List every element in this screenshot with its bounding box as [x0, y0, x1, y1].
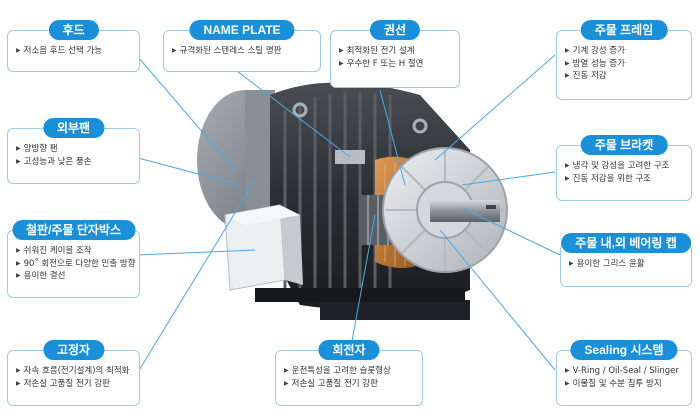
callout-winding: 권선 최적화된 전기 설계 우수한 F 또는 H 절연 [330, 20, 460, 88]
leader-line [232, 67, 351, 158]
callout-title: 후드 [48, 20, 99, 40]
leader-line [137, 56, 236, 171]
callout-title: 주물 내,외 베어링 캡 [561, 233, 691, 253]
leader-line [137, 249, 256, 256]
callout-item: 진동 저감을 위한 구조 [565, 173, 685, 186]
callout-item: 저손실 고품질 전기 강판 [16, 378, 133, 391]
callout-item: 저손실 고품질 전기 강판 [284, 378, 416, 391]
callout-item: 이물질 및 수분 침투 방지 [565, 378, 685, 391]
leader-line [434, 54, 556, 161]
callout-item: 기계 강성 증가 [565, 45, 685, 58]
callout-item: 진동 저감 [565, 70, 685, 83]
callout-item: 90˚ 회전으로 다양한 인출 방향 [16, 258, 136, 271]
callout-sealing: Sealing 시스템 V-Ring / Oil-Seal / Slinger … [556, 340, 692, 406]
callout-item: 최적화된 전기 설계 [339, 45, 453, 58]
callout-item: 우수한 F 또는 H 절연 [339, 58, 453, 71]
lifting-eye [292, 102, 308, 118]
callout-title: 권선 [369, 20, 421, 40]
leader-line [137, 157, 241, 186]
leader-line [137, 179, 256, 373]
callout-item: 자속 흐름(전기설계)의 최적화 [16, 365, 133, 378]
callout-bearing-cap: 주물 내,외 베어링 캡 용이한 그리스 윤활 [560, 233, 692, 287]
leader-line [439, 229, 556, 371]
shaft [430, 200, 500, 222]
callout-item: 양방향 팬 [16, 143, 133, 156]
callout-fan: 외부팬 양방향 팬 고성능과 낮은 풍손 [7, 118, 140, 184]
callout-stator: 고정자 자속 흐름(전기설계)의 최적화 저손실 고품질 전기 강판 [7, 340, 140, 406]
callout-rotor: 회전자 운전특성을 고려한 슬롯형상 저손실 고품질 전기 강판 [275, 340, 423, 406]
callout-item: 운전특성을 고려한 슬롯형상 [284, 365, 416, 378]
callout-title: 고정자 [42, 340, 105, 360]
callout-item: V-Ring / Oil-Seal / Slinger [565, 365, 685, 378]
callout-title: 외부팬 [42, 118, 105, 138]
callout-title: 회전자 [318, 340, 380, 360]
callout-item: 저소음 후드 선택 가능 [16, 45, 133, 58]
callout-terminal-box: 철판/주물 단자박스 쉬워진 케이블 조작 90˚ 회전으로 다양한 인출 방향… [7, 220, 140, 298]
leader-line [349, 214, 376, 353]
callout-title: 주물 프레임 [580, 20, 668, 40]
callout-item: 용이한 그리스 윤활 [569, 258, 685, 271]
terminal-box [224, 204, 303, 291]
callout-item: 고성능과 낮은 풍손 [16, 156, 133, 169]
callout-title: NAME PLATE [189, 20, 295, 40]
callout-item: 방열 성능 증가 [565, 58, 685, 71]
callout-bracket: 주물 브라켓 냉각 및 강성을 고려한 구조 진동 저감을 위한 구조 [556, 135, 692, 201]
callout-item: 용이한 결선 [16, 270, 133, 283]
callout-item: 규격화된 스텐레스 스틸 명판 [172, 45, 314, 58]
callout-title: 철판/주물 단자박스 [12, 220, 135, 240]
callout-hood: 후드 저소음 후드 선택 가능 [7, 20, 140, 72]
leader-line [461, 171, 556, 186]
callout-item: 쉬워진 케이블 조작 [16, 245, 133, 258]
lifting-eye [412, 118, 428, 134]
leader-line [379, 89, 406, 186]
leader-line [461, 207, 561, 256]
callout-frame: 주물 프레임 기계 강성 증가 방열 성능 증가 진동 저감 [556, 20, 692, 100]
callout-title: 주물 브라켓 [580, 135, 668, 155]
callout-nameplate: NAME PLATE 규격화된 스텐레스 스틸 명판 [163, 20, 321, 72]
callout-item: 냉각 및 강성을 고려한 구조 [565, 160, 685, 173]
callout-title: Sealing 시스템 [570, 340, 678, 360]
